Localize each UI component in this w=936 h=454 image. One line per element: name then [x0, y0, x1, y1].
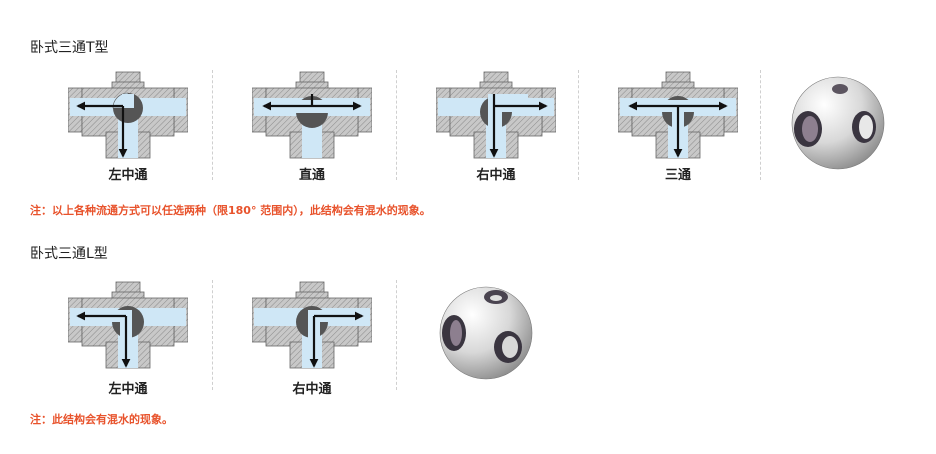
t-divider-1	[212, 70, 213, 180]
l-mode-label-left-center: 左中通	[108, 382, 148, 397]
t-divider-3	[578, 70, 579, 180]
valve-three-way-flow-icon	[618, 71, 738, 159]
t-mode-label-straight: 直通	[298, 168, 325, 183]
t-divider-2	[396, 70, 397, 180]
l-section-title: 卧式三通L型	[30, 246, 108, 262]
t-port-ball-icon	[791, 76, 885, 170]
l-section-note: 注：此结构会有混水的现象。	[30, 413, 173, 426]
t-section-note: 注：以上各种流通方式可以任选两种（限180° 范围内），此结构会有混水的现象。	[30, 204, 431, 217]
l-divider-1	[212, 280, 213, 390]
valve-left-center-flow-icon	[68, 281, 188, 369]
l-port-ball-icon	[439, 286, 533, 380]
t-mode-label-right-center: 右中通	[476, 168, 516, 183]
t-section-title: 卧式三通T型	[30, 40, 109, 56]
valve-left-center-flow-icon	[68, 71, 188, 159]
t-mode-label-left-center: 左中通	[108, 168, 148, 183]
l-mode-label-right-center: 右中通	[292, 382, 332, 397]
valve-right-center-flow-icon	[252, 281, 372, 369]
t-mode-label-three-way: 三通	[664, 168, 691, 183]
l-divider-2	[396, 280, 397, 390]
t-divider-4	[760, 70, 761, 180]
valve-straight-flow-icon	[252, 71, 372, 159]
valve-right-center-flow-icon	[436, 71, 556, 159]
